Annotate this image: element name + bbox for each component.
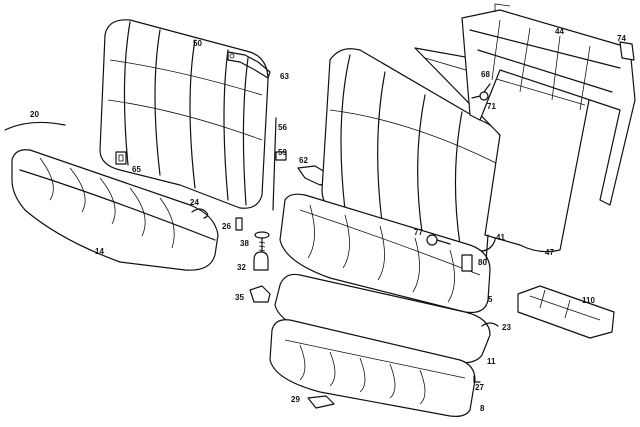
front-cushion [279,193,491,314]
callout-20: 20 [30,110,39,119]
callout-110: 110 [582,296,595,305]
part-80-bracket [461,254,473,272]
rear-backrest [99,19,269,209]
part-41-rod [485,234,489,263]
part-110-tray [517,285,615,339]
front-backrest [321,48,503,252]
callout-62: 62 [299,156,308,165]
callout-41: 41 [496,233,505,242]
rear-cushion [11,149,219,271]
part-77-bolt [426,234,451,246]
callout-38: 38 [240,239,249,248]
part-27-clip [473,375,481,383]
part-20-wire [4,121,66,131]
callout-labels: 50 63 20 56 59 62 65 24 26 14 38 32 35 4… [30,27,626,413]
callout-44: 44 [555,27,564,36]
part-59-clip [275,151,287,161]
callout-29: 29 [291,395,300,404]
part-26-clip [235,217,243,231]
callout-5: 5 [488,295,493,304]
callout-68: 68 [481,70,490,79]
callout-80: 80 [478,258,487,267]
callout-27: 27 [475,383,484,392]
callout-74: 74 [617,34,626,43]
callout-11: 11 [487,357,496,366]
callout-50: 50 [193,39,202,48]
part-29-pad [307,395,335,409]
part-65-clip [115,151,127,165]
part-74-bracket [619,41,635,61]
part-23-spring [481,322,499,327]
callout-65: 65 [132,165,141,174]
callout-59: 59 [278,148,287,157]
part-38-screw [254,231,270,253]
part-24-spring [191,208,209,219]
callout-26: 26 [222,222,231,231]
callout-77: 77 [414,228,423,237]
callout-35: 35 [235,293,244,302]
backrest-panel [414,47,591,253]
callout-71: 71 [487,102,496,111]
callout-47: 47 [545,248,554,257]
callout-8: 8 [480,404,485,413]
seat-frame [461,3,636,206]
part-32-cap [253,251,269,271]
seat-base [269,319,476,417]
callout-24: 24 [190,198,199,207]
part-56-rod [272,117,277,211]
part-71-screw [471,83,491,101]
callout-23: 23 [502,323,511,332]
callout-32: 32 [237,263,246,272]
part-63-bracket [227,51,271,79]
callout-14: 14 [95,247,104,256]
callout-56: 56 [278,123,287,132]
part-35-clip [249,285,271,303]
callout-63: 63 [280,72,289,81]
